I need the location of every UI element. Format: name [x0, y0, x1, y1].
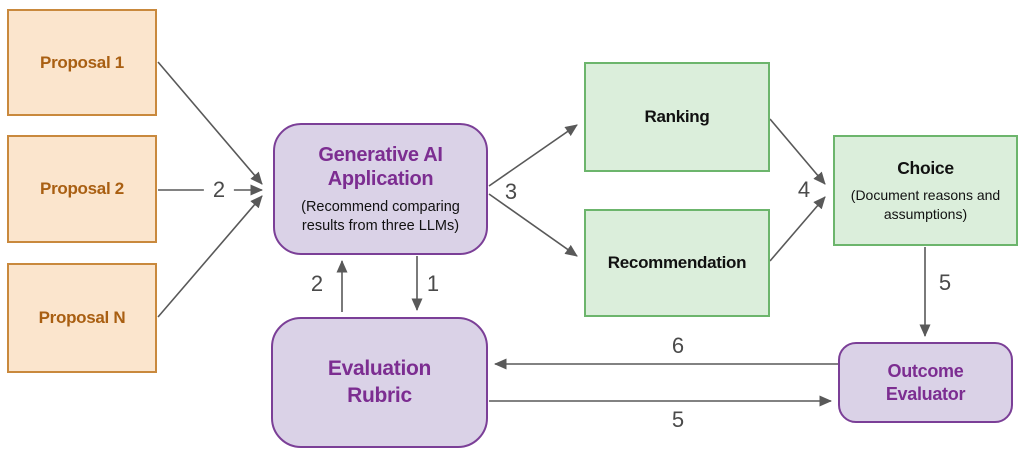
node-outcome-evaluator: Outcome Evaluator [838, 342, 1013, 423]
node-ranking: Ranking [584, 62, 770, 172]
edge-label-rubric-to-app: 2 [310, 271, 324, 296]
edge-label-proposals-to-app: 2 [203, 179, 235, 201]
choice-title: Choice [897, 158, 954, 179]
arrow-proposal1-to-app [157, 61, 263, 185]
choice-subtitle: (Document reasons and assumptions) [850, 187, 1001, 222]
generative-ai-application-subtitle: (Recommend comparing results from three … [301, 198, 460, 234]
node-recommendation: Recommendation [584, 209, 770, 317]
node-proposal-n: Proposal N [7, 263, 157, 373]
edge-label-rubric-to-evaluator: 5 [671, 407, 685, 432]
node-evaluation-rubric: Evaluation Rubric [271, 317, 488, 448]
arrow-proposaln-to-app [157, 195, 263, 318]
edge-label-app-to-rubric: 1 [426, 271, 440, 296]
node-choice: Choice (Document reasons and assumptions… [833, 135, 1018, 246]
edge-label-outputs-to-choice: 4 [797, 177, 811, 202]
arrow-app-to-ranking [488, 124, 578, 187]
node-proposal-1: Proposal 1 [7, 9, 157, 116]
edge-label-choice-to-evaluator: 5 [938, 270, 952, 295]
arrow-ranking-to-choice [769, 118, 826, 185]
generative-ai-application-title: Generative AI Application [318, 143, 443, 190]
ranking-label: Ranking [644, 107, 710, 126]
outcome-evaluator-label: Outcome Evaluator [885, 361, 966, 404]
arrow-app-to-recommendation [488, 193, 578, 257]
node-proposal-2: Proposal 2 [7, 135, 157, 243]
recommendation-label: Recommendation [607, 253, 747, 272]
edge-label-app-to-outputs: 3 [504, 179, 518, 204]
proposal-n-label: Proposal N [38, 308, 126, 327]
proposal-1-label: Proposal 1 [40, 52, 124, 72]
proposal-2-label: Proposal 2 [40, 179, 124, 198]
arrow-recommendation-to-choice [769, 196, 826, 262]
evaluation-rubric-label: Evaluation Rubric [327, 357, 432, 407]
edge-label-evaluator-to-rubric: 6 [671, 333, 685, 358]
node-generative-ai-application: Generative AI Application (Recommend com… [273, 123, 488, 255]
